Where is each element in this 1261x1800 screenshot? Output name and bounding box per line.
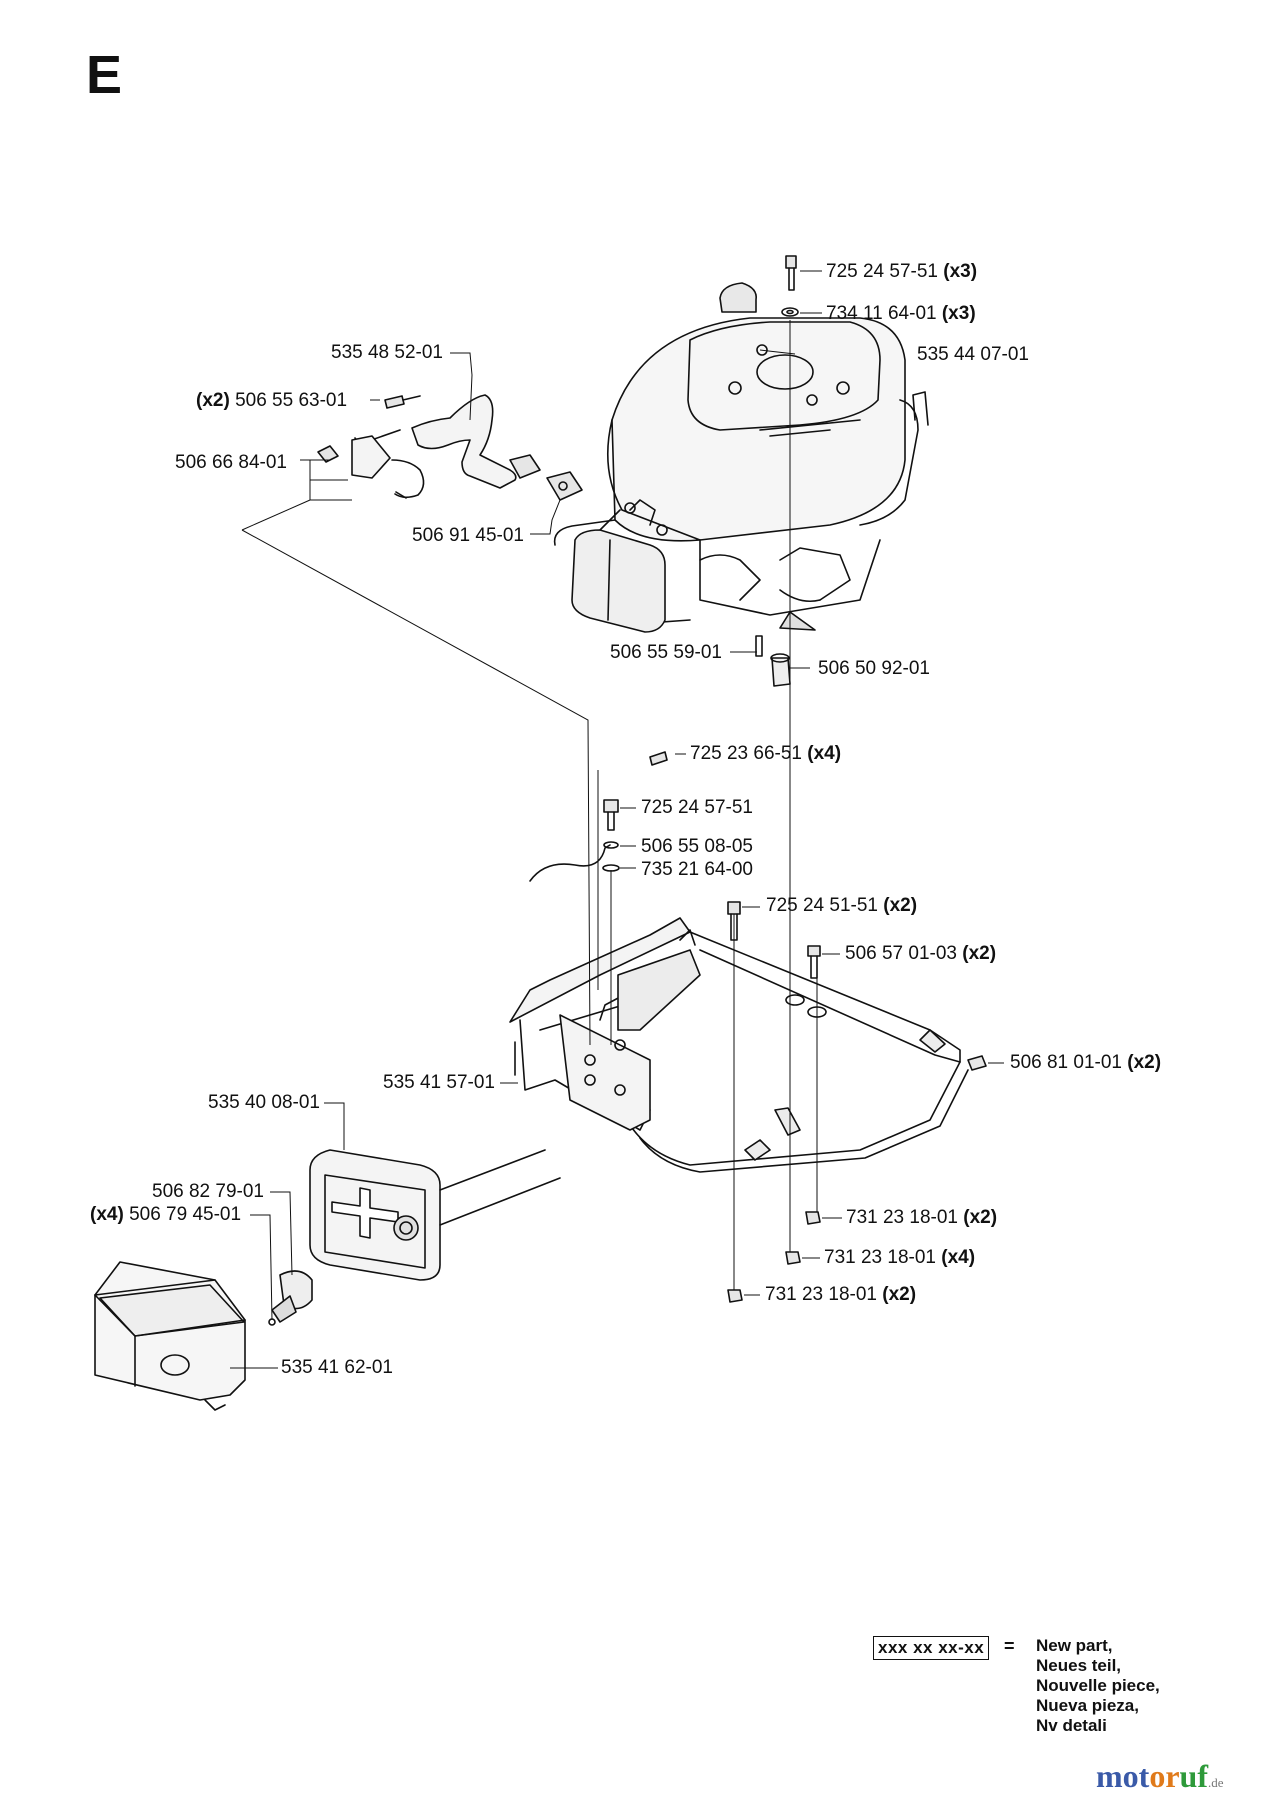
legend-line: New part,	[1036, 1636, 1113, 1655]
quantity: (x4)	[941, 1247, 976, 1268]
callout-506-57-01-03: 506 57 01-03 (x2)	[845, 943, 996, 965]
part-number: 535 44 07-01	[917, 344, 1029, 365]
callout-731-23-18-01-a: 731 23 18-01 (x2)	[846, 1207, 997, 1229]
exhaust-pipe-drawing	[317, 394, 583, 501]
callout-506-91-45-01: 506 91 45-01	[412, 525, 524, 547]
quantity: (x2)	[196, 390, 230, 411]
section-letter: E	[86, 45, 123, 105]
engine-drawing	[553, 282, 929, 633]
watermark-part: or	[1149, 1758, 1180, 1794]
leader-lines	[230, 270, 1004, 1369]
callout-725-24-57-51: 725 24 57-51	[641, 797, 753, 819]
part-number: 725 24 57-51	[826, 261, 938, 282]
callout-535-44-07-01: 535 44 07-01	[917, 344, 1029, 366]
callout-535-41-62-01: 535 41 62-01	[281, 1357, 393, 1379]
part-number: 731 23 18-01	[824, 1247, 936, 1268]
callout-506-55-08-05: 506 55 08-05	[641, 836, 753, 858]
legend-equals: =	[1004, 1636, 1015, 1656]
callout-535-48-52-01: 535 48 52-01	[331, 342, 443, 364]
callout-506-50-92-01: 506 50 92-01	[818, 658, 930, 680]
callout-725-23-66-51: 725 23 66-51 (x4)	[690, 743, 841, 765]
watermark-part: uf	[1179, 1758, 1208, 1794]
part-number: 535 41 62-01	[281, 1357, 393, 1378]
legend-line: Nueva pieza,	[1036, 1696, 1139, 1715]
part-number: 506 91 45-01	[412, 525, 524, 546]
legend-text: New part, Neues teil, Nouvelle piece, Nu…	[1036, 1636, 1160, 1736]
callout-506-81-01-01: 506 81 01-01 (x2)	[1010, 1052, 1161, 1074]
legend-code: xxx xx xx-xx	[873, 1636, 990, 1660]
callout-506-66-84-01: 506 66 84-01	[175, 452, 287, 474]
legend-line: Nouvelle piece,	[1036, 1676, 1160, 1695]
part-number: 735 21 64-00	[641, 859, 753, 880]
callout-725-24-51-51: 725 24 51-51 (x2)	[766, 895, 917, 917]
callout-506-79-45-01: (x4) 506 79 45-01	[90, 1204, 241, 1226]
muffler-drawing	[94, 1149, 561, 1411]
part-number: 506 50 92-01	[818, 658, 930, 679]
part-number: 506 55 63-01	[235, 390, 348, 411]
part-number: 731 23 18-01	[765, 1284, 877, 1305]
quantity: (x2)	[962, 943, 997, 964]
part-number: 506 55 08-05	[641, 836, 753, 857]
ground-wire	[529, 844, 611, 882]
quantity: (x2)	[1127, 1052, 1162, 1073]
legend-line: Nv detali	[1036, 1716, 1107, 1735]
bolts-and-nuts	[602, 751, 987, 1303]
top-bolt-washer	[781, 255, 799, 317]
part-number: 535 48 52-01	[331, 342, 443, 363]
callout-735-21-64-00: 735 21 64-00	[641, 859, 753, 881]
quantity: (x4)	[807, 743, 842, 764]
callout-731-23-18-01-c: 731 23 18-01 (x2)	[765, 1284, 916, 1306]
dowel-and-bushing	[755, 635, 791, 687]
part-number: 734 11 64-01	[826, 303, 937, 324]
callout-535-40-08-01: 535 40 08-01	[208, 1092, 320, 1114]
part-number: 725 24 57-51	[641, 797, 753, 818]
watermark-tld: .de	[1207, 1775, 1224, 1790]
part-number: 506 57 01-03	[845, 943, 957, 964]
callout-506-55-63-01: (x2) 506 55 63-01	[196, 390, 347, 412]
part-number: 725 24 51-51	[766, 895, 878, 916]
part-number: 535 41 57-01	[383, 1072, 495, 1093]
callout-734-11-64-01: 734 11 64-01 (x3)	[826, 303, 976, 325]
quantity: (x2)	[882, 1284, 917, 1305]
quantity: (x4)	[90, 1204, 124, 1225]
part-number: 506 66 84-01	[175, 452, 287, 473]
part-number: 535 40 08-01	[208, 1092, 320, 1113]
part-number: 506 82 79-01	[152, 1181, 264, 1202]
part-number: 506 79 45-01	[129, 1204, 242, 1225]
callout-731-23-18-01-b: 731 23 18-01 (x4)	[824, 1247, 975, 1269]
callout-506-82-79-01: 506 82 79-01	[152, 1181, 264, 1203]
quantity: (x3)	[943, 261, 978, 282]
frame-drawing	[509, 917, 969, 1173]
quantity: (x2)	[963, 1207, 998, 1228]
part-number: 725 23 66-51	[690, 743, 802, 764]
callout-535-41-57-01: 535 41 57-01	[383, 1072, 495, 1094]
part-number: 506 55 59-01	[610, 642, 722, 663]
callout-725-24-57-51-x3: 725 24 57-51 (x3)	[826, 261, 977, 283]
legend-line: Neues teil,	[1036, 1656, 1122, 1675]
part-number: 506 81 01-01	[1010, 1052, 1122, 1073]
watermark-part: mot	[1096, 1758, 1150, 1794]
part-number: 731 23 18-01	[846, 1207, 958, 1228]
watermark-logo: motoruf.de	[1096, 1758, 1224, 1795]
callout-506-55-59-01: 506 55 59-01	[610, 642, 722, 664]
quantity: (x2)	[883, 895, 918, 916]
quantity: (x3)	[941, 303, 976, 324]
